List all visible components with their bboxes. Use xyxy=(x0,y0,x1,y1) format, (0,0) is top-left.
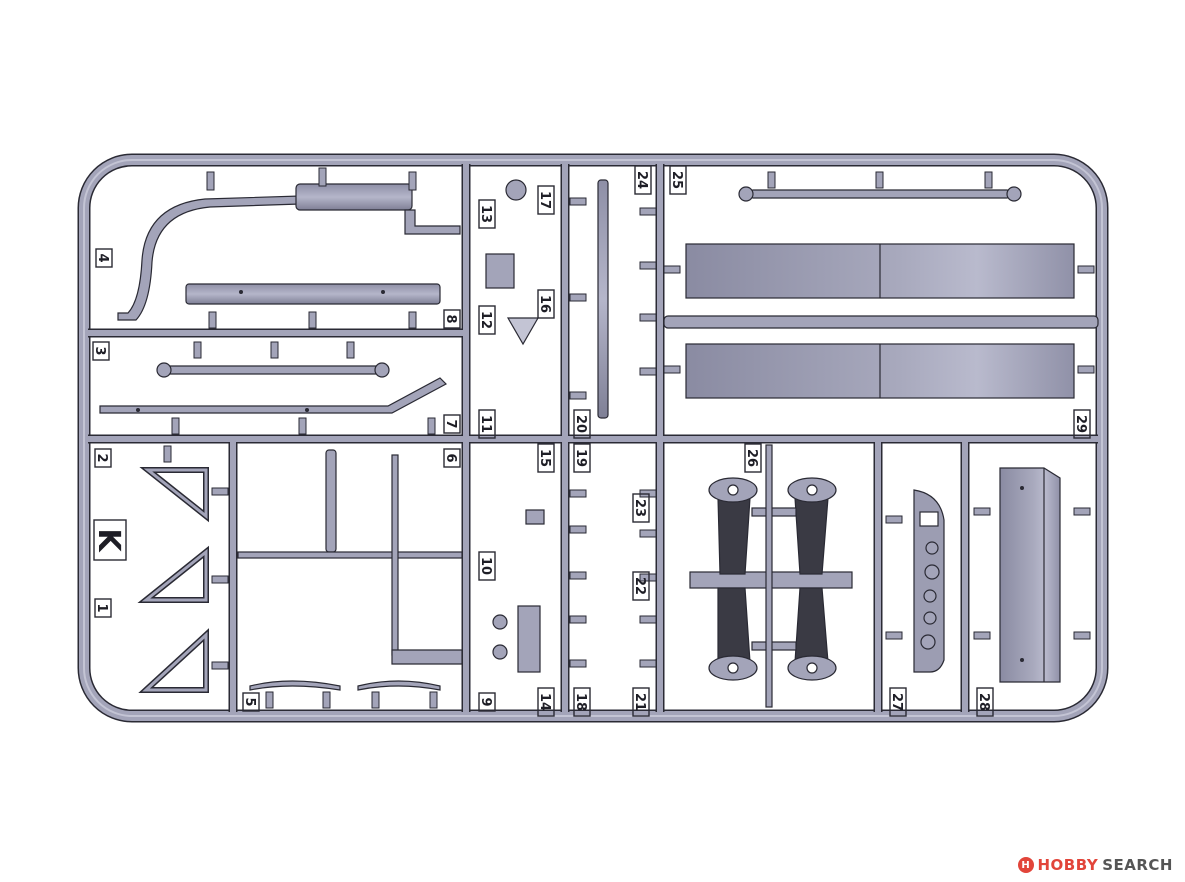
label-17: 17 xyxy=(537,185,555,215)
label-26: 26 xyxy=(744,443,762,473)
label-5: 5 xyxy=(242,692,260,712)
label-25: 25 xyxy=(669,165,687,195)
svg-text:21: 21 xyxy=(632,693,647,711)
label-18: 18 xyxy=(573,687,591,717)
svg-text:5: 5 xyxy=(242,697,257,706)
label-3: 3 xyxy=(92,341,110,361)
label-2: 2 xyxy=(94,448,112,468)
svg-text:10: 10 xyxy=(478,557,493,575)
svg-text:24: 24 xyxy=(634,171,649,189)
label-11: 11 xyxy=(478,409,496,439)
label-16: 16 xyxy=(537,289,555,319)
label-7: 7 xyxy=(443,414,461,434)
label-12: 12 xyxy=(478,305,496,335)
part-3-7-rods xyxy=(99,362,447,414)
svg-text:8: 8 xyxy=(443,314,458,323)
svg-text:4: 4 xyxy=(95,253,110,262)
label-29: 29 xyxy=(1073,409,1091,439)
svg-text:7: 7 xyxy=(443,419,458,428)
label-19: 19 xyxy=(573,443,591,473)
part-4-exhaust xyxy=(117,183,461,321)
part-5-6-rods xyxy=(237,449,463,691)
watermark-brand: HOBBY xyxy=(1037,856,1099,874)
label-27: 27 xyxy=(889,687,907,717)
svg-text:22: 22 xyxy=(632,577,647,595)
sprue-letter-label: K xyxy=(91,519,127,561)
svg-text:9: 9 xyxy=(478,697,493,706)
label-24: 24 xyxy=(634,165,652,195)
svg-text:6: 6 xyxy=(443,453,458,462)
svg-text:14: 14 xyxy=(537,693,552,711)
svg-text:1: 1 xyxy=(94,603,109,612)
svg-text:29: 29 xyxy=(1073,415,1088,433)
svg-text:2: 2 xyxy=(94,453,109,462)
svg-text:20: 20 xyxy=(573,415,588,433)
attachment-gates xyxy=(163,167,1095,709)
label-9: 9 xyxy=(478,692,496,712)
hobbysearch-watermark: H HOBBY SEARCH xyxy=(1017,856,1174,874)
part-26-leaf-springs xyxy=(689,444,853,708)
label-15: 15 xyxy=(537,443,555,473)
svg-text:17: 17 xyxy=(537,191,552,209)
label-6: 6 xyxy=(443,448,461,468)
part-25-29-tanks xyxy=(663,186,1099,399)
label-14: 14 xyxy=(537,687,555,717)
svg-text:13: 13 xyxy=(478,205,493,223)
svg-text:25: 25 xyxy=(669,171,684,189)
label-20: 20 xyxy=(573,409,591,439)
label-23: 23 xyxy=(632,493,650,523)
hobbysearch-logo-icon: H xyxy=(1017,857,1034,873)
svg-text:12: 12 xyxy=(478,311,493,329)
part-28-panel xyxy=(999,467,1061,683)
parts-9-17-small xyxy=(485,179,609,673)
sprue-frame xyxy=(77,153,1109,723)
label-22: 22 xyxy=(632,571,650,601)
label-13: 13 xyxy=(478,199,496,229)
part-1-2-brackets-fill xyxy=(141,468,208,692)
label-28: 28 xyxy=(976,687,994,717)
svg-text:15: 15 xyxy=(537,449,552,467)
svg-text:19: 19 xyxy=(573,449,588,467)
label-10: 10 xyxy=(478,551,496,581)
label-8: 8 xyxy=(443,309,461,329)
runner-grid xyxy=(88,164,1098,712)
svg-text:11: 11 xyxy=(478,415,493,433)
svg-text:27: 27 xyxy=(889,693,904,711)
label-4: 4 xyxy=(95,248,113,268)
svg-text:28: 28 xyxy=(976,693,991,711)
svg-text:K: K xyxy=(91,528,126,553)
part-number-labels: 4 8 3 7 2 1 6 5 13 17 16 12 11 20 24 25 … xyxy=(91,165,1091,717)
label-1: 1 xyxy=(94,598,112,618)
part-1-2-brackets xyxy=(137,467,209,693)
svg-text:18: 18 xyxy=(573,693,588,711)
svg-text:26: 26 xyxy=(744,449,759,467)
watermark-suffix: SEARCH xyxy=(1102,856,1173,874)
svg-text:3: 3 xyxy=(92,346,107,355)
part-27-dashboard xyxy=(913,489,945,673)
svg-text:16: 16 xyxy=(537,295,552,313)
label-21: 21 xyxy=(632,687,650,717)
svg-text:23: 23 xyxy=(632,499,647,517)
